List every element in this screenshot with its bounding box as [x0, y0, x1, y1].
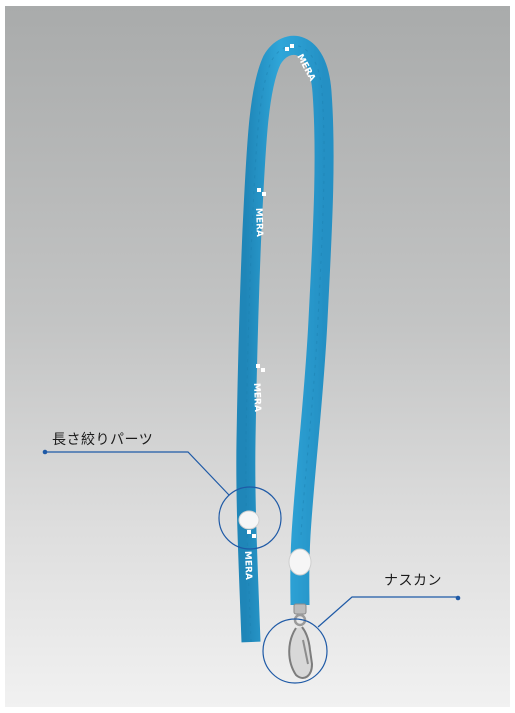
- callout-label-length-adjuster: 長さ絞りパーツ: [52, 432, 154, 448]
- callout-label-snap-hook: ナスカン: [384, 573, 442, 589]
- snap-hook: [288, 603, 314, 679]
- callout-dot-hook: [455, 595, 461, 601]
- callout-circle-adjuster: [218, 486, 282, 550]
- strap-print-mid: MERA: [253, 208, 264, 237]
- callout-snap-hook: [262, 596, 458, 684]
- strap-print-bottom: MERA: [242, 551, 253, 580]
- lanyard-strap: [236, 35, 334, 643]
- length-adjuster-part: [238, 510, 260, 530]
- callout-dot-adjuster: [42, 449, 48, 455]
- logo-mark-icon: [247, 44, 294, 538]
- safety-breakaway-part: [288, 548, 312, 576]
- strap-print-low: MERA: [251, 383, 262, 412]
- callout-circle-hook: [262, 618, 328, 684]
- callout-length-adjuster: [45, 451, 282, 550]
